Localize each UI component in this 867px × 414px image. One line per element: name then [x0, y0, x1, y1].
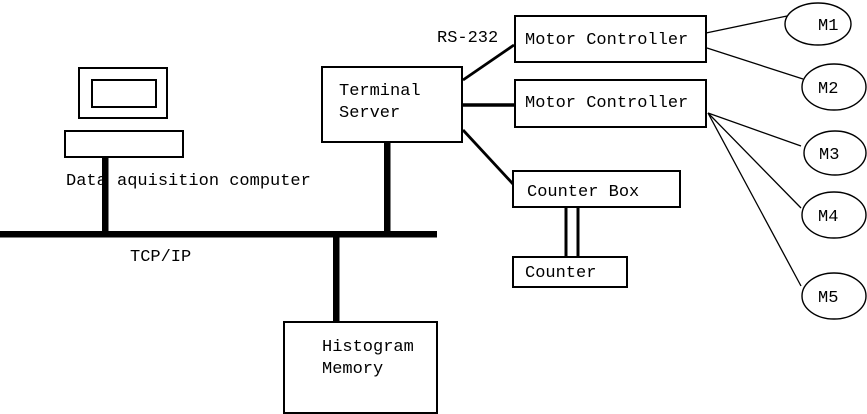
counter-box-outline — [512, 256, 628, 288]
motor-m2-label: M2 — [818, 80, 838, 99]
terminal-server-label-line1: Terminal — [339, 82, 421, 101]
counter-label: Counter — [525, 264, 596, 283]
computer-screen-icon — [91, 79, 157, 108]
motor-m3-label: M3 — [819, 146, 839, 165]
histogram-memory-box — [283, 321, 438, 414]
histogram-memory-label-line2: Memory — [322, 360, 383, 379]
rs232-label: RS-232 — [437, 29, 498, 48]
tcpip-label: TCP/IP — [130, 248, 191, 267]
motor-m1-ellipse — [784, 2, 852, 46]
motor-m4-label: M4 — [818, 208, 838, 227]
motor-m5-node: M5 — [801, 272, 867, 320]
terminal-server-box — [321, 66, 463, 143]
motor-m5-label: M5 — [818, 289, 838, 308]
counter-box-node: Counter Box — [512, 170, 681, 208]
motor-m1-label: M1 — [818, 17, 838, 36]
counter-box-box — [512, 170, 681, 208]
motor-m1-node: M1 — [784, 2, 852, 46]
terminal-server-label-line2: Server — [339, 104, 400, 123]
motor-m2-ellipse — [801, 63, 867, 111]
histogram-memory-label-line1: Histogram — [322, 338, 414, 357]
counter-box-label: Counter Box — [527, 183, 639, 202]
motor-controller-1-label: Motor Controller — [525, 31, 688, 50]
link-mc2-to-m3 — [707, 112, 802, 147]
link-mc1-to-m2 — [706, 47, 804, 80]
link-mc1-to-m1 — [705, 15, 788, 34]
link-mc2-to-m4 — [707, 112, 802, 209]
counter-node: Counter — [512, 256, 628, 288]
motor-m3-ellipse — [803, 130, 867, 176]
link-mc2-to-m5 — [707, 112, 802, 287]
link-ts-to-motor-controller-1 — [462, 43, 515, 82]
motor-m2-node: M2 — [801, 63, 867, 111]
motor-controller-2-node: Motor Controller — [514, 79, 707, 128]
computer-label: Data aquisition computer — [66, 172, 311, 191]
motor-m4-node: M4 — [801, 191, 867, 239]
motor-controller-1-node: Motor Controller — [514, 15, 707, 63]
motor-m4-ellipse — [801, 191, 867, 239]
motor-controller-1-box — [514, 15, 707, 63]
data-acquisition-computer: Data aquisition computer — [64, 67, 311, 191]
histogram-memory-node: Histogram Memory — [283, 321, 438, 414]
motor-m3-node: M3 — [803, 130, 867, 176]
motor-m5-ellipse — [801, 272, 867, 320]
link-ts-to-counter-box — [461, 129, 515, 185]
terminal-server-node: Terminal Server — [321, 66, 463, 143]
motor-controller-2-box — [514, 79, 707, 128]
computer-keyboard-icon — [64, 130, 184, 158]
motor-controller-2-label: Motor Controller — [525, 94, 688, 113]
